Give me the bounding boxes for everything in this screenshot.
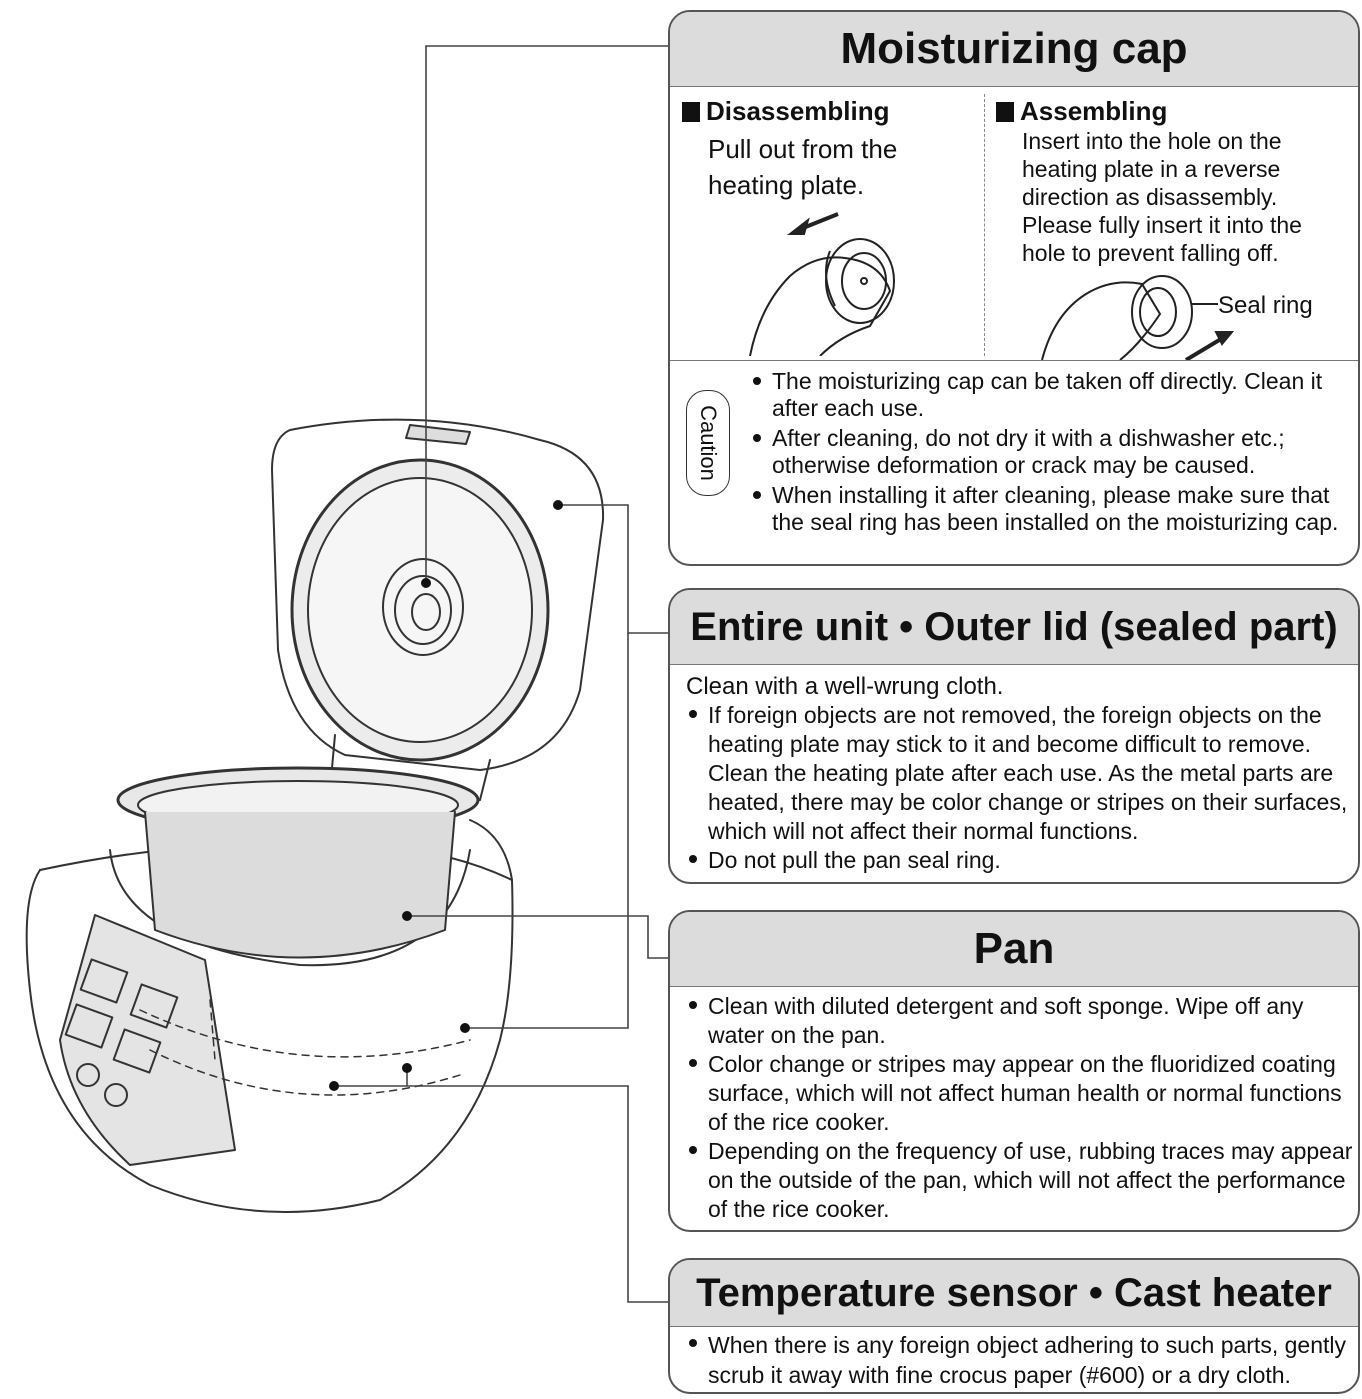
entire-unit-title: Entire unit • Outer lid (sealed part): [670, 590, 1358, 665]
assembling-illustration: [1041, 275, 1235, 360]
entire-unit-item: Do not pull the pan seal ring.: [686, 846, 1354, 875]
leader-temperature-sensor: [334, 1085, 668, 1303]
moisturizing-cap-panel: Moisturizing cap Disassembling Pull out …: [668, 10, 1360, 566]
disassembling-section: Disassembling Pull out from the heating …: [682, 96, 982, 203]
disassembling-heading: Disassembling: [682, 96, 982, 127]
leader-moisturizing-cap: [425, 45, 668, 583]
temperature-sensor-panel: Temperature sensor • Cast heater When th…: [668, 1258, 1360, 1394]
caution-item: The moisturizing cap can be taken off di…: [750, 368, 1354, 422]
disassembling-text: Pull out from the heating plate.: [708, 134, 898, 200]
entire-unit-item: If foreign objects are not removed, the …: [686, 701, 1354, 846]
temperature-sensor-item: When there is any foreign object adherin…: [686, 1330, 1354, 1390]
caution-label: Caution: [696, 405, 721, 481]
caution-item: After cleaning, do not dry it with a dis…: [750, 425, 1354, 479]
control-panel: [59, 914, 236, 1166]
caution-badge: Caution: [686, 390, 730, 496]
pan-item: Clean with diluted detergent and soft sp…: [686, 992, 1354, 1050]
entire-unit-panel: Entire unit • Outer lid (sealed part) Cl…: [668, 588, 1360, 884]
assembling-text: Insert into the hole on the heating plat…: [1022, 128, 1302, 266]
moisturizing-cap-title: Moisturizing cap: [670, 12, 1358, 87]
leader-pan: [407, 915, 668, 959]
steam-cap-outer: [382, 558, 464, 656]
pan-item: Color change or stripes may appear on th…: [686, 1050, 1354, 1137]
disassembling-illustration: [749, 212, 895, 356]
entire-unit-intro: Clean with a well-wrung cloth.: [686, 673, 1004, 700]
pan-item: Depending on the frequency of use, rubbi…: [686, 1137, 1354, 1224]
assembling-section: Assembling Insert into the hole on the h…: [996, 96, 1356, 267]
lid-outline: [271, 418, 605, 771]
temperature-sensor-title: Temperature sensor • Cast heater: [670, 1260, 1358, 1327]
pan-title: Pan: [670, 912, 1358, 987]
body-outline: [25, 819, 514, 1213]
caution-list: The moisturizing cap can be taken off di…: [750, 368, 1354, 536]
assembling-heading: Assembling: [996, 96, 1356, 127]
caution-item: When installing it after cleaning, pleas…: [750, 482, 1354, 536]
leader-entire-unit-body: [465, 633, 629, 1029]
square-bullet-icon: [682, 102, 700, 122]
seal-ring-label: Seal ring: [1218, 292, 1313, 319]
square-bullet-icon: [996, 102, 1014, 122]
leader-entire-unit: [558, 504, 668, 634]
inner-pan: [144, 811, 456, 959]
pan-panel: Pan Clean with diluted detergent and sof…: [668, 910, 1360, 1232]
